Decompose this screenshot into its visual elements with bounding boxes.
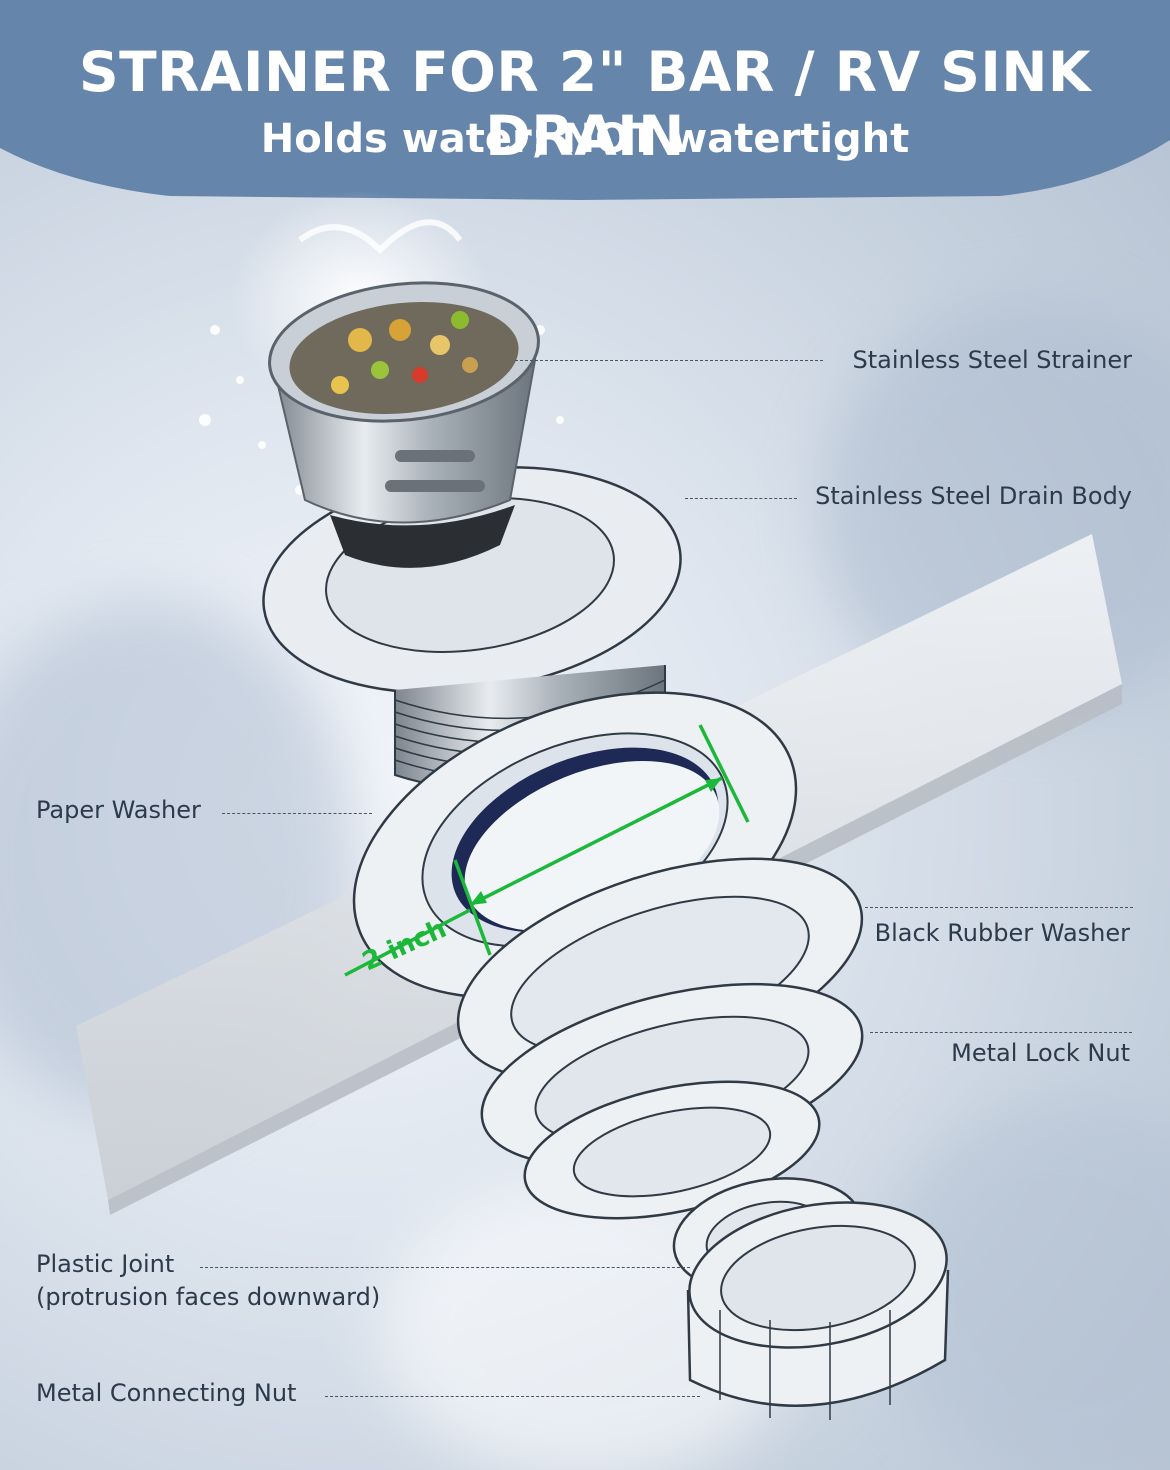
leader-line <box>200 1267 690 1268</box>
callout-lock-nut: Metal Lock Nut <box>951 1039 1130 1067</box>
strainer-basket <box>268 281 540 568</box>
callout-paper-washer: Paper Washer <box>36 796 201 824</box>
callout-strainer: Stainless Steel Strainer <box>852 346 1132 374</box>
leader-line <box>515 360 823 361</box>
leader-line <box>325 1396 700 1397</box>
page-title: STRAINER FOR 2" BAR / RV SINK DRAIN <box>78 40 1092 168</box>
leader-line <box>865 907 1133 908</box>
leader-line <box>870 1032 1132 1033</box>
callout-plastic-joint: Plastic Joint <box>36 1250 175 1278</box>
callout-drain-body: Stainless Steel Drain Body <box>815 482 1132 510</box>
paper-washer <box>352 691 798 999</box>
callout-plastic-joint-note: (protrusion faces downward) <box>36 1283 381 1311</box>
header-banner: STRAINER FOR 2" BAR / RV SINK DRAIN Hold… <box>0 0 1170 200</box>
connecting-nut <box>686 1201 950 1420</box>
callout-connecting-nut: Metal Connecting Nut <box>36 1379 297 1407</box>
callout-rubber-washer: Black Rubber Washer <box>874 919 1130 947</box>
banner-shape <box>0 0 1170 200</box>
dimension-indicator <box>344 724 750 977</box>
leader-line <box>685 498 797 499</box>
leader-line <box>222 813 372 814</box>
page-subtitle: Holds water; NOT watertight <box>260 116 910 162</box>
